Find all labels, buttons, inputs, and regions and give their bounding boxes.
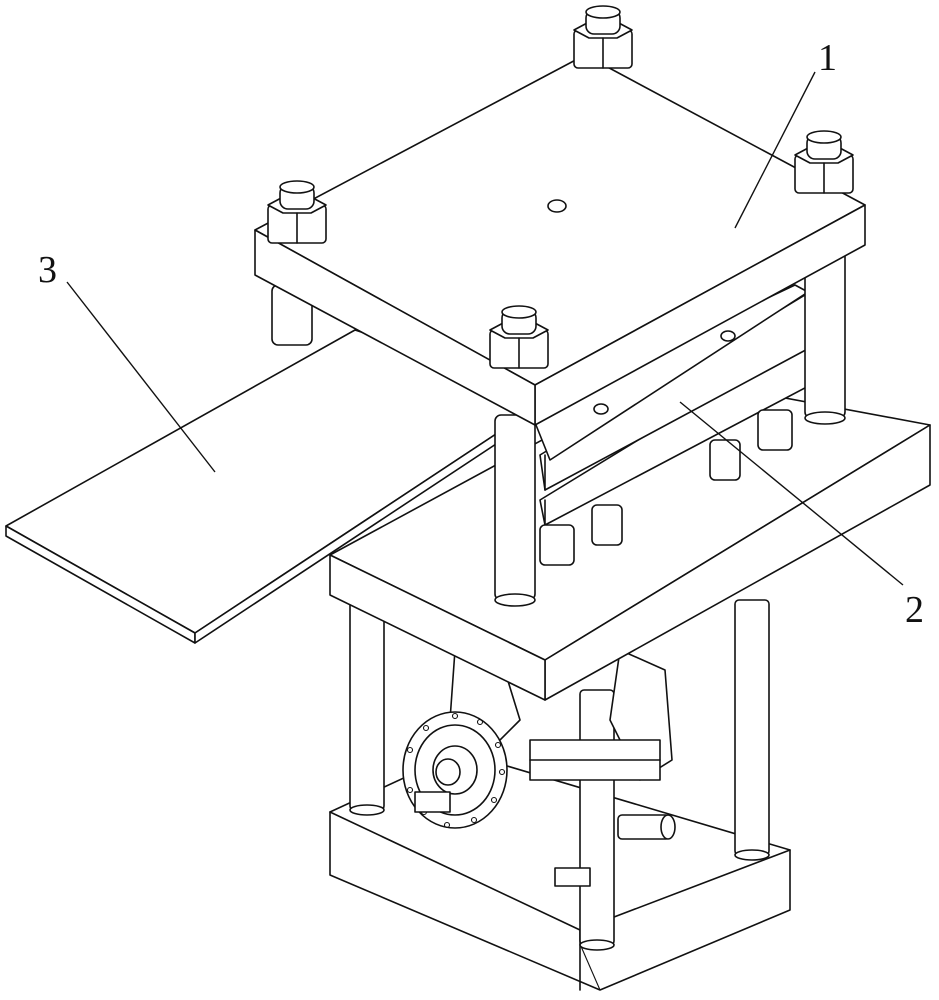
crank-mechanism [402, 649, 676, 887]
die-set [529, 284, 821, 566]
side-table [5, 329, 556, 644]
bolt-nut-left [267, 180, 327, 244]
bolt-nut-front [489, 305, 549, 369]
upper-columns [271, 239, 846, 607]
leader-line-1 [734, 71, 816, 229]
leader-line-2 [679, 401, 904, 586]
bolt-nut-back [573, 5, 633, 69]
leader-line-3 [66, 281, 216, 473]
callout-1: 1 [818, 37, 837, 79]
lower-columns [349, 584, 770, 951]
callouts: 1 2 3 [38, 37, 924, 631]
top-plate [254, 54, 866, 426]
callout-2: 2 [905, 589, 924, 631]
bolt-nut-right [794, 130, 854, 194]
callout-3: 3 [38, 249, 57, 291]
